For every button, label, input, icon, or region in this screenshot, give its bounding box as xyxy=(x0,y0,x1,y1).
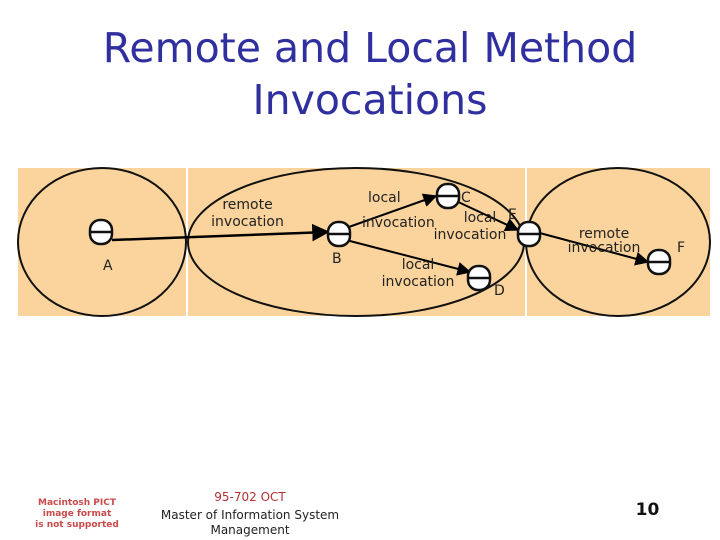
arrow-c-to-e xyxy=(453,199,520,231)
invocation-label-e-f: remote invocation xyxy=(564,226,644,257)
course-name-line1: Master of Information System xyxy=(160,508,340,522)
object-f-label: F xyxy=(677,240,686,256)
pict-unsupported-notice: Macintosh PICT image format is not suppo… xyxy=(28,498,126,531)
process-left-ellipse xyxy=(17,167,187,317)
invocation-label-c-e: local invocation xyxy=(430,210,510,244)
invocation-label-c-e-line1: local xyxy=(463,210,497,226)
invocation-label-a-b: remote invocation xyxy=(200,197,295,231)
course-code: 95-702 OCT xyxy=(214,490,286,504)
pict-notice-line2: image format xyxy=(42,509,112,519)
slide-title-line1: Remote and Local Method xyxy=(102,24,638,72)
object-e-icon xyxy=(516,220,542,248)
object-b-icon xyxy=(326,220,352,248)
object-a-icon xyxy=(88,218,114,246)
invocation-label-b-d-line2: invocation xyxy=(381,274,455,290)
arrow-e-to-f xyxy=(535,231,650,266)
object-c-label: C xyxy=(461,190,471,206)
invocation-label-b-c-line1: local xyxy=(368,190,401,206)
invocation-label-a-b-line1: remote xyxy=(222,197,273,213)
invocation-label-b-c: local invocation xyxy=(362,190,435,232)
object-e-label: E xyxy=(508,207,517,223)
slide-title-line2: Invocations xyxy=(252,76,488,124)
page-number: 10 xyxy=(635,500,660,520)
object-f-icon xyxy=(646,248,672,276)
object-c-icon xyxy=(435,182,461,210)
invocation-label-b-c-line2: invocation xyxy=(362,215,435,231)
arrow-a-to-b xyxy=(111,223,330,242)
object-d-label: D xyxy=(494,283,505,299)
pict-notice-line3: is not supported xyxy=(35,520,119,530)
invocation-label-a-b-line2: invocation xyxy=(211,214,284,230)
slide-title: Remote and Local Method Invocations xyxy=(0,22,720,126)
invocation-label-b-d-line1: local xyxy=(401,257,435,273)
invocation-label-e-f-line1: remote xyxy=(578,226,630,242)
arrow-b-to-c xyxy=(345,193,438,229)
invocation-label-c-e-line2: invocation xyxy=(433,227,507,243)
course-name-line2: Management xyxy=(210,523,290,537)
invocation-label-b-d: local invocation xyxy=(378,257,458,291)
object-a-label: A xyxy=(103,258,113,274)
arrow-b-to-d xyxy=(345,239,472,276)
object-d-icon xyxy=(466,264,492,292)
invocation-label-e-f-line2: invocation xyxy=(567,240,641,256)
pict-notice-line1: Macintosh PICT xyxy=(38,498,116,508)
course-footer: 95-702 OCT Master of Information System … xyxy=(150,490,350,538)
object-b-label: B xyxy=(332,251,342,267)
process-right xyxy=(527,168,710,316)
